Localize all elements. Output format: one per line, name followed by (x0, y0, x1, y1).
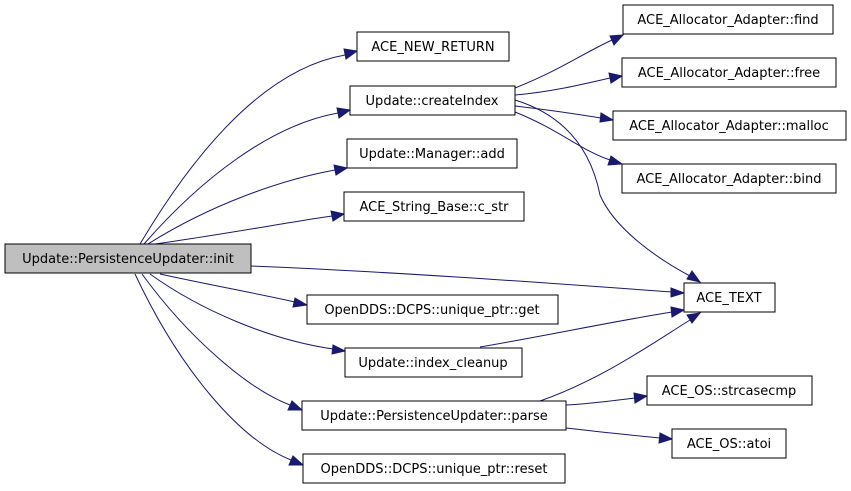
edge-init-to-ace-text (250, 265, 686, 298)
node-label: ACE_TEXT (696, 291, 761, 306)
node-label: OpenDDS::DCPS::unique_ptr::get (324, 303, 539, 318)
node-allocator-malloc[interactable]: ACE_Allocator_Adapter::malloc (612, 110, 847, 141)
edge-create-index-to-find (514, 34, 625, 89)
node-create-index[interactable]: Update::createIndex (349, 85, 516, 116)
node-label: ACE_NEW_RETURN (371, 40, 494, 55)
edge-init-to-manager-add (147, 164, 349, 245)
node-label: ACE_String_Base::c_str (359, 200, 509, 215)
node-label: Update::index_cleanup (358, 356, 507, 371)
node-label: ACE_Allocator_Adapter::malloc (629, 119, 829, 134)
node-label: OpenDDS::DCPS::unique_ptr::reset (321, 462, 548, 477)
edge-create-index-to-free (514, 72, 624, 96)
node-persistence-updater-init[interactable]: Update::PersistenceUpdater::init (4, 243, 252, 274)
edge-parse-to-strcasecmp (565, 392, 649, 406)
node-label: Update::createIndex (366, 94, 499, 109)
edge-init-to-new-return (139, 48, 359, 245)
edge-parse-to-ace-text (539, 312, 702, 402)
edge-create-index-to-ace-text (514, 99, 702, 283)
edge-create-index-to-malloc (514, 105, 615, 123)
node-atoi[interactable]: ACE_OS::atoi (671, 428, 787, 459)
node-ace-text[interactable]: ACE_TEXT (683, 282, 776, 313)
node-unique-ptr-reset[interactable]: OpenDDS::DCPS::unique_ptr::reset (302, 453, 566, 484)
node-strcasecmp[interactable]: ACE_OS::strcasecmp (646, 375, 813, 406)
node-c-str[interactable]: ACE_String_Base::c_str (343, 191, 525, 222)
node-label: Update::Manager::add (359, 147, 505, 162)
edge-init-to-c-str (154, 210, 346, 245)
node-ace-new-return[interactable]: ACE_NEW_RETURN (356, 31, 510, 62)
edge-create-index-to-bind (514, 111, 624, 166)
edge-init-to-create-index (143, 107, 352, 245)
node-allocator-free[interactable]: ACE_Allocator_Adapter::free (621, 57, 837, 88)
node-unique-ptr-get[interactable]: OpenDDS::DCPS::unique_ptr::get (306, 294, 559, 325)
node-label: ACE_Allocator_Adapter::free (638, 66, 820, 81)
node-index-cleanup[interactable]: Update::index_cleanup (344, 347, 523, 378)
node-allocator-find[interactable]: ACE_Allocator_Adapter::find (622, 4, 834, 35)
node-label: Update::PersistenceUpdater::parse (320, 409, 548, 424)
node-allocator-bind[interactable]: ACE_Allocator_Adapter::bind (621, 163, 837, 194)
edge-init-to-index-cleanup (149, 273, 347, 355)
node-label: Update::PersistenceUpdater::init (22, 252, 234, 267)
node-label: ACE_OS::atoi (687, 437, 771, 452)
edge-init-to-parse (141, 273, 304, 411)
edge-parse-to-atoi (565, 427, 674, 444)
node-label: ACE_Allocator_Adapter::find (637, 13, 818, 28)
node-label: ACE_OS::strcasecmp (662, 384, 797, 399)
edge-index-cleanup-to-ace-text (479, 306, 686, 348)
node-label: ACE_Allocator_Adapter::bind (637, 172, 822, 187)
edge-init-to-up-reset (134, 273, 305, 466)
edge-init-to-up-get (159, 273, 309, 308)
node-manager-add[interactable]: Update::Manager::add (346, 138, 518, 169)
node-persistence-updater-parse[interactable]: Update::PersistenceUpdater::parse (301, 400, 567, 431)
